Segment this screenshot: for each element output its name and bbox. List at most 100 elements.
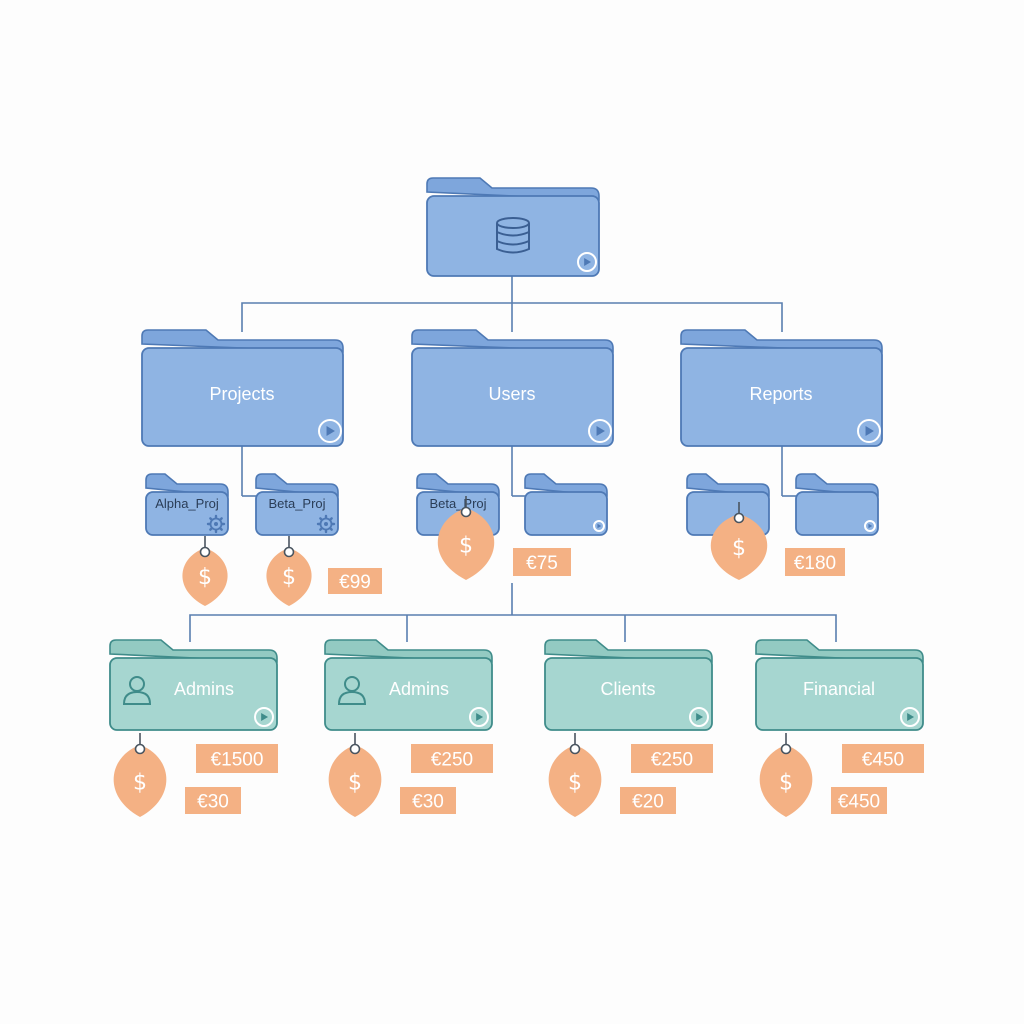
price-label-bottom: €450 xyxy=(831,787,887,814)
play-icon-triangle xyxy=(261,712,269,722)
price-tag: $ xyxy=(266,536,312,606)
gear-icon-center xyxy=(324,522,328,526)
price-tag: $ xyxy=(113,733,167,817)
price-label-bottom: €30 xyxy=(400,787,456,814)
subfolder-body xyxy=(524,491,608,536)
subfolder[interactable] xyxy=(795,473,879,536)
price-group: $€450€450 xyxy=(759,733,924,817)
play-icon[interactable] xyxy=(577,252,597,272)
price-label-bg xyxy=(400,787,456,814)
price-tag: $ xyxy=(759,733,813,817)
user-icon xyxy=(122,676,152,705)
play-icon[interactable] xyxy=(900,707,920,727)
connector-line xyxy=(241,302,783,332)
play-icon-ring xyxy=(857,419,881,443)
play-icon-ring xyxy=(864,520,876,532)
price-tag-body xyxy=(328,745,382,817)
play-icon[interactable] xyxy=(593,520,605,532)
folder-admins[interactable]: Admins xyxy=(109,639,278,731)
folder-clients[interactable]: Clients xyxy=(544,639,713,731)
play-icon[interactable] xyxy=(864,520,876,532)
play-icon-triangle xyxy=(868,523,873,529)
price-tag-body xyxy=(437,508,495,580)
play-icon[interactable] xyxy=(588,419,612,443)
subfolder-label: Beta_Proj xyxy=(268,496,325,511)
play-icon-triangle xyxy=(596,426,605,436)
play-icon[interactable] xyxy=(689,707,709,727)
price-label-bg xyxy=(513,548,571,576)
play-icon[interactable] xyxy=(318,419,342,443)
folder-label: Reports xyxy=(749,384,812,404)
subfolder[interactable] xyxy=(524,473,608,536)
price-tag-hole xyxy=(349,743,361,755)
price-label-text: €20 xyxy=(632,792,664,813)
price-tag-hole xyxy=(199,546,211,558)
price-tag-body xyxy=(266,548,312,606)
price-tag-body xyxy=(710,514,768,580)
subfolder-tab xyxy=(686,473,770,497)
folder-financial[interactable]: Financial xyxy=(755,639,924,731)
folder-body xyxy=(141,347,344,447)
price-label-bg xyxy=(196,744,278,773)
folder-tab xyxy=(109,639,278,663)
subfolder-tab xyxy=(145,473,229,497)
dollar-icon: $ xyxy=(459,534,473,559)
play-icon-triangle xyxy=(584,257,592,267)
price-tag: $ xyxy=(328,733,382,817)
price-label-top: €250 xyxy=(411,744,493,773)
user-icon xyxy=(337,676,367,705)
folder-body xyxy=(411,347,614,447)
gear-icon[interactable] xyxy=(316,514,336,534)
price-label-bg xyxy=(631,744,713,773)
folder-label: Financial xyxy=(803,679,875,699)
folder-admins[interactable]: Admins xyxy=(324,639,493,731)
price-label: €180 xyxy=(785,548,845,576)
root-folder[interactable] xyxy=(426,177,600,277)
folder-label: Admins xyxy=(174,679,234,699)
database-icon-side xyxy=(496,223,530,254)
folder-projects[interactable]: Projects xyxy=(141,329,344,447)
price-label-text: €75 xyxy=(526,553,558,574)
play-icon-triangle xyxy=(907,712,915,722)
root-folder-tab xyxy=(426,177,600,201)
folder-users[interactable]: Users xyxy=(411,329,614,447)
price-label-text: €250 xyxy=(431,750,473,771)
price-label-bg xyxy=(620,787,676,814)
gear-icon-center xyxy=(214,522,218,526)
play-icon[interactable] xyxy=(254,707,274,727)
play-icon[interactable] xyxy=(857,419,881,443)
play-icon-ring xyxy=(689,707,709,727)
price-tag-body xyxy=(182,548,228,606)
dollar-icon: $ xyxy=(282,565,296,590)
price-label: €99 xyxy=(328,568,382,594)
play-icon-triangle xyxy=(326,426,335,436)
gear-icon[interactable] xyxy=(206,514,226,534)
play-icon[interactable] xyxy=(469,707,489,727)
price-label-text: €1500 xyxy=(211,750,264,771)
price-label: €75 xyxy=(513,548,571,576)
database-icon-ring xyxy=(496,240,530,246)
price-label-text: €99 xyxy=(339,572,371,593)
subfolder-tab xyxy=(416,473,500,497)
dollar-icon: $ xyxy=(133,771,147,796)
play-icon-ring xyxy=(588,419,612,443)
folder-label: Admins xyxy=(389,679,449,699)
price-label-text: €450 xyxy=(838,792,880,813)
price-tag-body xyxy=(759,745,813,817)
folder-label: Users xyxy=(488,384,535,404)
folder-reports[interactable]: Reports xyxy=(680,329,883,447)
subfolder[interactable]: Alpha_Proj xyxy=(145,473,229,536)
folder-body xyxy=(109,657,278,731)
price-label-top: €1500 xyxy=(196,744,278,773)
play-icon-triangle xyxy=(696,712,704,722)
price-label-bottom: €30 xyxy=(185,787,241,814)
subfolder[interactable]: Beta_Proj xyxy=(255,473,339,536)
folder-body xyxy=(544,657,713,731)
subfolder-tab xyxy=(795,473,879,497)
play-icon-ring xyxy=(318,419,342,443)
subfolder-label: Beta_Proj xyxy=(429,496,486,511)
price-label-text: €250 xyxy=(651,750,693,771)
play-icon-ring xyxy=(593,520,605,532)
price-group: $€250€20 xyxy=(548,733,713,817)
